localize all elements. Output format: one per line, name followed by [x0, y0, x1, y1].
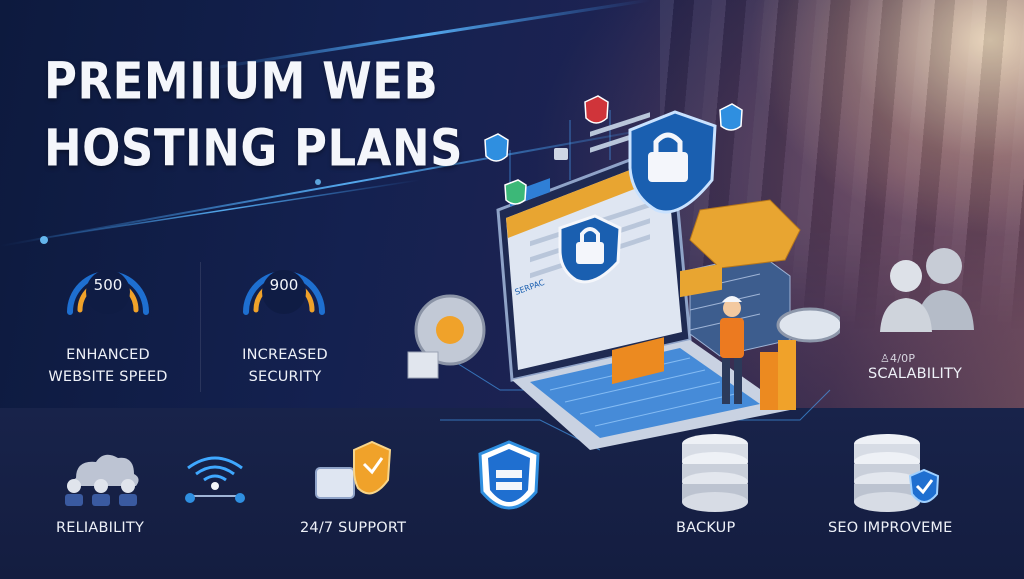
support-shield-icon: [315, 440, 392, 499]
backup-label: BACKUP: [676, 520, 736, 536]
scalability-label: SCALABILITY: [868, 366, 963, 382]
worker-figure: [680, 263, 744, 404]
speed-label-line1: ENHANCED: [66, 347, 150, 363]
speed-gauge-value: 500: [93, 276, 123, 294]
security-label-line2: SECURITY: [248, 369, 322, 385]
database-icon: [682, 434, 748, 512]
speed-label-line2: WEBSITE SPEED: [48, 369, 168, 385]
speed-gauge-dial: [67, 270, 149, 315]
security-gauge: 900: [236, 250, 332, 330]
cloud-users-icon: [65, 454, 139, 506]
floating-shield-icon: [628, 110, 717, 214]
security-label: INCREASED SECURITY: [210, 344, 360, 388]
reliability-label: RELIABILITY: [56, 520, 145, 536]
gold-blocks: [612, 337, 796, 410]
security-gauge-dial: [243, 270, 325, 315]
speed-label: ENHANCED WEBSITE SPEED: [30, 344, 186, 388]
laptop-illustration: SERPAC: [407, 95, 840, 451]
wifi-network-icon: [185, 456, 245, 503]
security-shield-icon: [478, 440, 540, 510]
seo-label: SEO IMPROVEME: [828, 520, 953, 536]
speed-gauge: 500: [60, 250, 156, 330]
screen-shield-icon: [558, 214, 622, 284]
security-label-line1: INCREASED: [242, 347, 328, 363]
support-label: 24/7 SUPPORT: [300, 520, 407, 536]
gear-icon: [407, 294, 486, 379]
hero-title: PREMIIUM WEB HOSTING PLANS: [44, 48, 463, 182]
hero-title-line2: HOSTING PLANS: [44, 118, 464, 178]
disk-icon: [776, 307, 840, 343]
scalability-badge: ♙4/0P: [880, 352, 916, 365]
small-shield-icons: [484, 95, 743, 205]
column-divider: [200, 262, 201, 392]
users-icon: [880, 248, 974, 332]
hero-title-line1: PREMIIUM WEB: [44, 51, 439, 111]
security-gauge-value: 900: [269, 276, 299, 294]
database-check-icon: [854, 434, 940, 512]
